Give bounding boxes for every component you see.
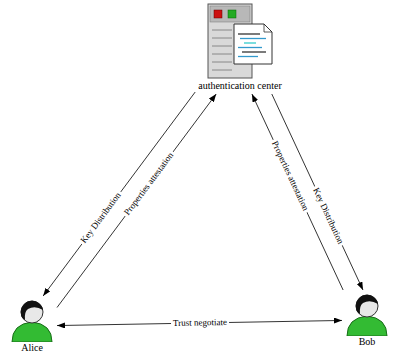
document-fold — [264, 24, 272, 32]
person-head — [356, 295, 378, 317]
person-node: Alice — [9, 298, 55, 354]
server-slot — [212, 62, 232, 63]
person-icon — [347, 295, 387, 336]
server-slot — [212, 46, 232, 47]
edge-label: Trust negotiate — [170, 317, 228, 329]
node-label: authentication center — [197, 80, 283, 92]
person-hair — [21, 301, 43, 320]
document-line — [242, 51, 266, 52]
edge-label: Key Distribution — [310, 184, 347, 247]
document-sheet — [234, 24, 272, 64]
node-label: Bob — [358, 336, 377, 348]
node-icon — [200, 2, 280, 80]
node-label: Alice — [20, 342, 44, 354]
server-node: authentication center — [197, 2, 283, 92]
person-head — [21, 301, 43, 323]
server-slot — [212, 70, 232, 71]
edge-label: Key Distribution — [77, 189, 125, 247]
document-line — [240, 38, 266, 39]
server-panel — [210, 6, 250, 22]
edge-label: Properties attestation — [268, 138, 312, 215]
connector-arrow — [43, 92, 195, 296]
server-slot — [212, 38, 232, 39]
connector-arrow — [272, 94, 363, 290]
document-line — [244, 42, 256, 43]
person-body — [347, 316, 387, 336]
server-slot — [212, 30, 232, 31]
connector-arrow — [252, 94, 343, 290]
status-light — [214, 10, 222, 18]
server-icon — [208, 4, 272, 78]
document-line — [238, 47, 262, 48]
connector-arrow — [57, 94, 216, 308]
node-icon — [9, 298, 55, 342]
document-line — [238, 33, 260, 34]
person-icon — [12, 301, 52, 342]
person-hair — [356, 295, 378, 314]
edge-label: Properties attestation — [121, 148, 177, 219]
person-body — [12, 322, 52, 342]
status-light — [228, 10, 236, 18]
person-node: Bob — [344, 292, 390, 348]
node-icon — [344, 292, 390, 336]
document-line — [238, 56, 258, 57]
server-slot — [212, 54, 232, 55]
